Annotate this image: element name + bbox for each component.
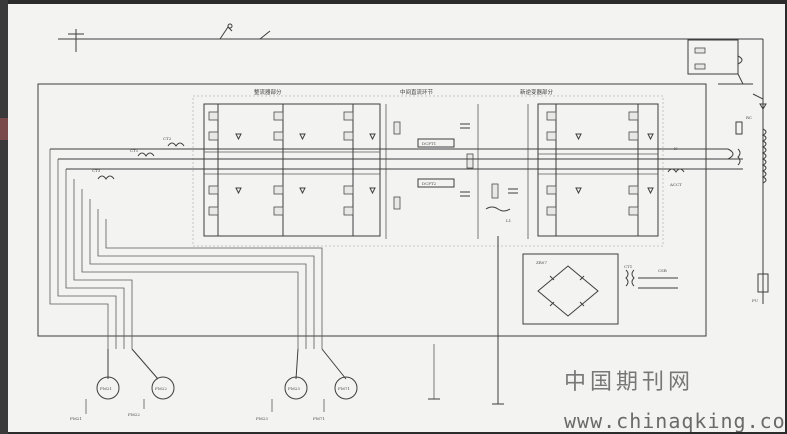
inverter-legs <box>537 103 659 237</box>
dc-link: DCPT1 DCPT2 L1 <box>393 121 518 223</box>
bridge-label: ZR07 <box>536 260 547 265</box>
left-edge-strip <box>0 0 8 434</box>
n-label: N <box>674 146 678 151</box>
motor-fm71-label: FM71 <box>338 386 350 391</box>
right-column: FU RC <box>687 39 769 304</box>
section-rectifier: 整流器部分 <box>254 88 282 96</box>
bridge-rectifier: ZR07 CT1 CSR <box>522 253 678 325</box>
diagram-scan: FU RC 整流器部分 中间直流环节 新逆变器部分 <box>8 4 785 432</box>
outer-frame <box>37 83 707 337</box>
watermark-site-url: www.chinaqking.com <box>564 409 785 432</box>
bottom-label-1: FM21 <box>70 416 82 421</box>
csr-label: CSR <box>658 268 668 273</box>
cable-bundle <box>49 149 323 349</box>
motor-fm22-label: FM22 <box>155 386 167 391</box>
section-dc-link: 中间直流环节 <box>400 88 434 96</box>
watermark-site-cn: 中国期刊网 <box>564 370 695 395</box>
motor-fm23-label: FM23 <box>288 386 300 391</box>
ct3-label: CT3 <box>92 168 101 173</box>
motor-group-right: FM23 FM71 FM23 FM71 <box>256 348 358 421</box>
ct1-label: CT1 <box>130 148 138 153</box>
left-edge-band <box>0 118 8 140</box>
bottom-label-4: FM71 <box>313 416 325 421</box>
rectifier-legs <box>203 103 381 237</box>
circuit-diagram: FU RC 整流器部分 中间直流环节 新逆变器部分 <box>37 23 769 421</box>
ct2-label: CT2 <box>163 136 172 141</box>
motor-fm21-label: FM21 <box>100 386 112 391</box>
transformer-label: CT1 <box>624 264 632 269</box>
rc-label: RC <box>746 115 752 120</box>
power-module-frame <box>192 95 664 247</box>
current-transformers: CT2 CT1 CT3 <box>92 136 185 180</box>
fuse-label: FU <box>752 298 759 303</box>
section-inverter: 新逆变器部分 <box>520 88 554 96</box>
dcpt2-label: DCPT2 <box>422 181 437 186</box>
acct-label: ACCT <box>669 182 682 187</box>
bottom-label-3: FM23 <box>256 416 268 421</box>
bottom-label-2: FM22 <box>128 412 140 417</box>
top-supply <box>58 23 763 52</box>
ac-output: ACCT N <box>50 146 743 187</box>
l1-label: L1 <box>506 218 511 223</box>
motor-group-left: FM21 FM22 FM21 FM22 <box>70 348 175 421</box>
dcpt1-label: DCPT1 <box>422 141 436 146</box>
